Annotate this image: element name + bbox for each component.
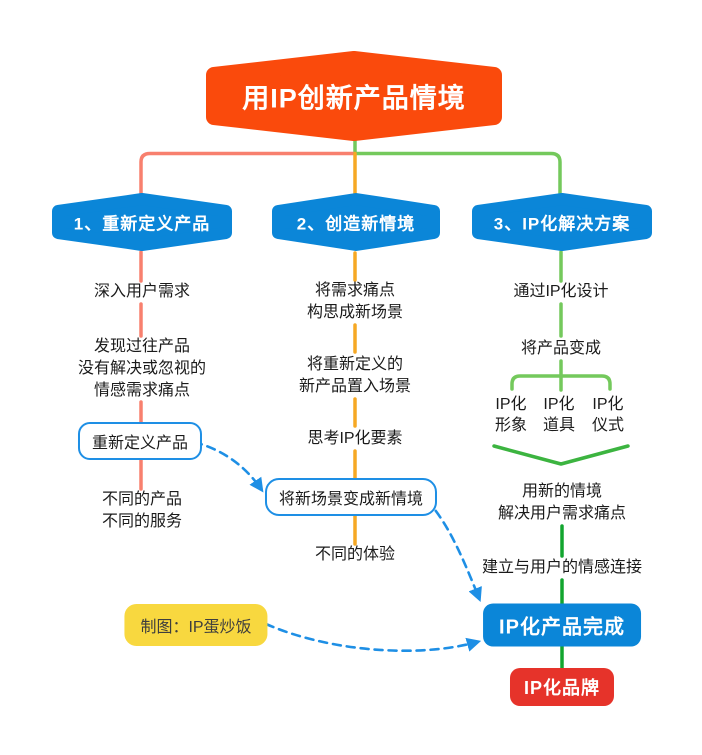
step-emotional-connection: 建立与用户的情感连接 <box>481 559 643 576</box>
link-credit-to-complete <box>264 622 482 652</box>
column3-upper-lines <box>510 250 612 392</box>
step-via-ip-design: 通过IP化设计 <box>513 283 609 300</box>
step-solve-with-new-situation: 用新的情境 解决用户需求痛点 <box>497 483 627 522</box>
chevron-down-icon <box>492 444 630 466</box>
connector-left-salmon <box>139 151 357 198</box>
step-place-product-in-scene: 将重新定义的 新产品置入场景 <box>298 356 412 395</box>
step-deep-user-needs: 深入用户需求 <box>93 283 191 300</box>
branch-bracket <box>510 374 612 391</box>
milestone-scene-to-situation: 将新场景变成新情境 <box>264 478 438 516</box>
connector-right-green <box>353 151 562 198</box>
header-column2: 2、创造新情境 <box>296 214 416 234</box>
step-pain-to-scene: 将需求痛点 构思成新场景 <box>306 282 404 321</box>
result-ip-product-complete: IP化产品完成 <box>483 603 641 647</box>
milestone-redefine-product: 重新定义产品 <box>77 422 203 460</box>
outcome-different-product-service: 不同的产品 不同的服务 <box>101 491 183 530</box>
link-redefine-to-scene <box>192 440 264 493</box>
title-banner-shape <box>206 51 502 141</box>
branch-ip-ritual: IP化 仪式 <box>591 396 625 434</box>
step-consider-ip-elements: 思考IP化要素 <box>307 430 403 447</box>
header1-shape <box>52 193 232 251</box>
credit-badge: 制图：IP蛋炒饭 <box>124 604 268 646</box>
link-scene-to-complete <box>425 498 482 602</box>
page-title: 用IP创新产品情境 <box>242 83 466 114</box>
header-column3: 3、IP化解决方案 <box>493 214 631 234</box>
branch-ip-image: IP化 形象 <box>494 396 528 434</box>
dashed-links <box>192 440 482 652</box>
result-ip-brand: IP化品牌 <box>509 668 615 706</box>
step-discover-pain-points: 发现过往产品 没有解决或忽视的 情感需求痛点 <box>77 338 207 399</box>
top-connector <box>139 137 562 198</box>
header3-shape <box>472 193 652 251</box>
branch-ip-prop: IP化 道具 <box>542 396 576 434</box>
outcome-different-experience: 不同的体验 <box>314 546 396 563</box>
step-turn-product-into: 将产品变成 <box>520 340 602 357</box>
header2-shape <box>272 193 440 251</box>
header-column1: 1、重新定义产品 <box>73 214 211 234</box>
